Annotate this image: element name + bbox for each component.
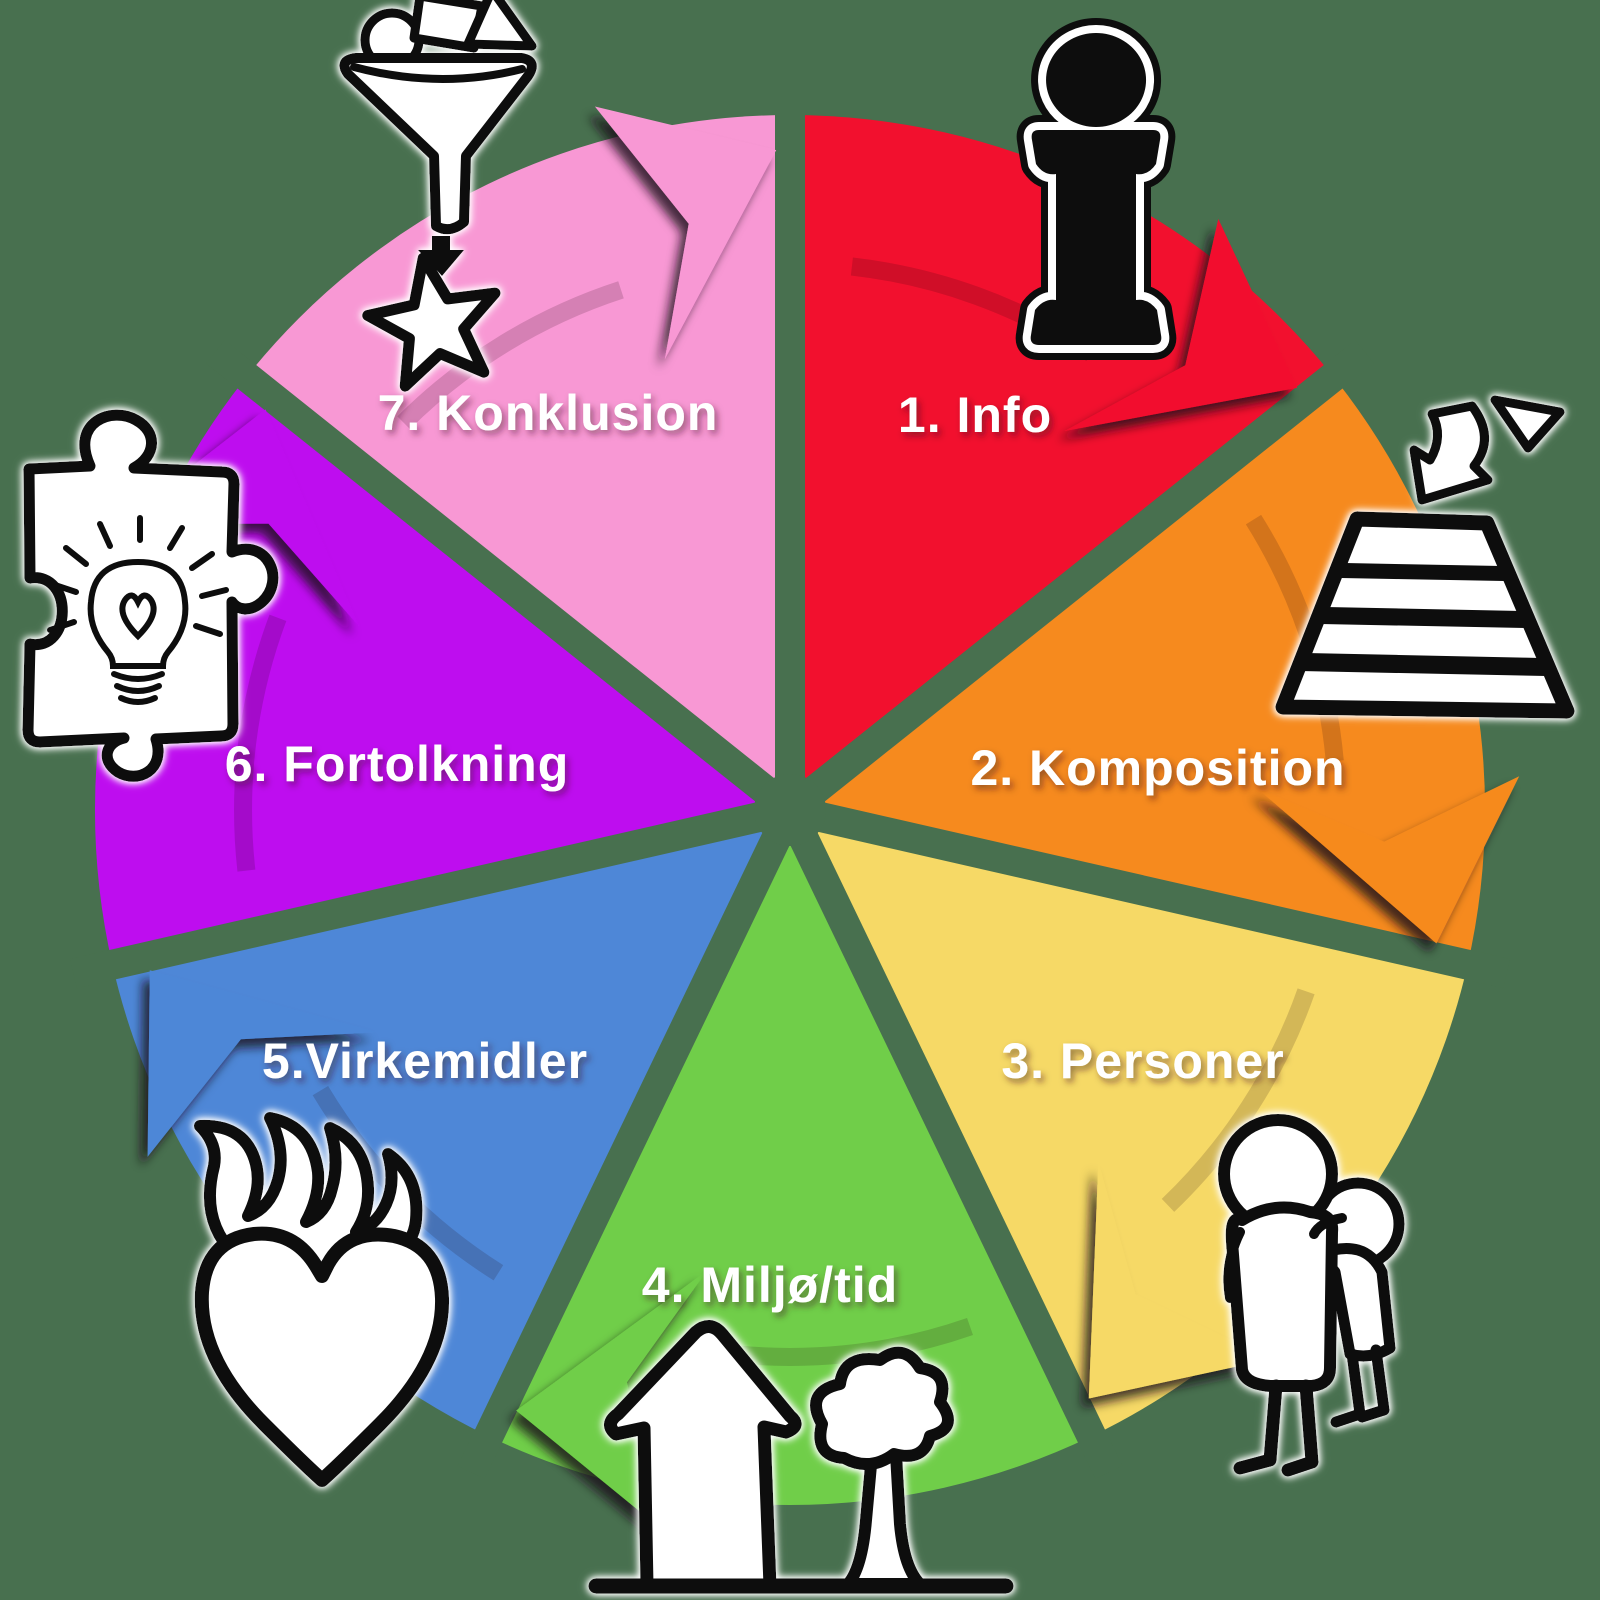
front-person-arm [1223,1227,1245,1303]
segment-label-2: 2. Komposition [970,740,1345,796]
bulb-outline [87,558,189,669]
tree-foliage [810,1346,954,1470]
down-arrow-icon [418,236,464,276]
wheel-hub [754,774,826,846]
pyramid-stripe [1321,607,1525,628]
house [604,1320,802,1593]
segment-label-5: 5.Virkemidler [262,1033,588,1089]
segment-wedge-7 [246,115,791,810]
flaming-heart-icon [194,1112,450,1487]
segment-ribbon-shadow [1161,988,1315,1212]
back-person-arm [1309,1213,1347,1239]
star-icon [362,252,501,392]
segment-label-6: 6. Fortolkning [225,736,570,792]
composition-pyramid-icon [1275,395,1575,719]
front-person-legs [1233,1379,1319,1477]
segment-arrowhead-5 [147,970,379,1157]
curved-arrow-icon [1409,401,1493,505]
heart [194,1226,450,1487]
back-person-legs [1330,1344,1390,1428]
segment-gap [206,339,800,822]
funnel-content-triangle [463,0,537,51]
bulb-filament-heart [119,592,157,641]
segment-gap [786,795,1510,989]
segment-arrowhead-2 [1257,776,1520,944]
segment-label-1: 1. Info [898,387,1052,443]
funnel-star-icon [339,0,537,392]
pyramid-stripe [1341,563,1504,581]
segment-gap [780,339,1374,822]
people-icon [1218,1114,1405,1477]
bulb-rays [47,515,229,637]
small-triangle-icon [1490,395,1565,453]
info-icon [1031,33,1162,345]
segment-label-3: 3. Personer [1001,1033,1284,1089]
segment-gap [776,803,1123,1479]
segment-arrowhead-1 [1064,218,1298,431]
segment-ribbon-shadow [397,281,624,430]
segment-ribbon-shadow [234,614,287,872]
segment-labels: 1. Info 2. Komposition 3. Personer 4. Miljø… [225,385,1345,1313]
pyramid-stripe [1300,653,1546,676]
segment-label-4: 4. Miljø/tid [642,1257,898,1313]
segment-label-7: 7. Konklusion [378,385,719,441]
lightbulb-doodle [47,515,229,705]
segment-gap [457,803,804,1479]
segment-wedge-1 [790,114,1334,810]
house-tree-icon [588,1320,1014,1594]
segment-arrowhead-3 [1088,1162,1271,1399]
funnel-cone [339,53,537,235]
puzzle-lightbulb-icon [22,409,279,782]
segment-arrowhead-6 [118,409,360,627]
funnel-rim-line [350,63,526,83]
segment-arrowhead-4 [516,1270,707,1529]
segment-gap [70,795,794,989]
bulb-base-lines [111,671,165,705]
segment-arrowhead-7 [594,106,777,359]
